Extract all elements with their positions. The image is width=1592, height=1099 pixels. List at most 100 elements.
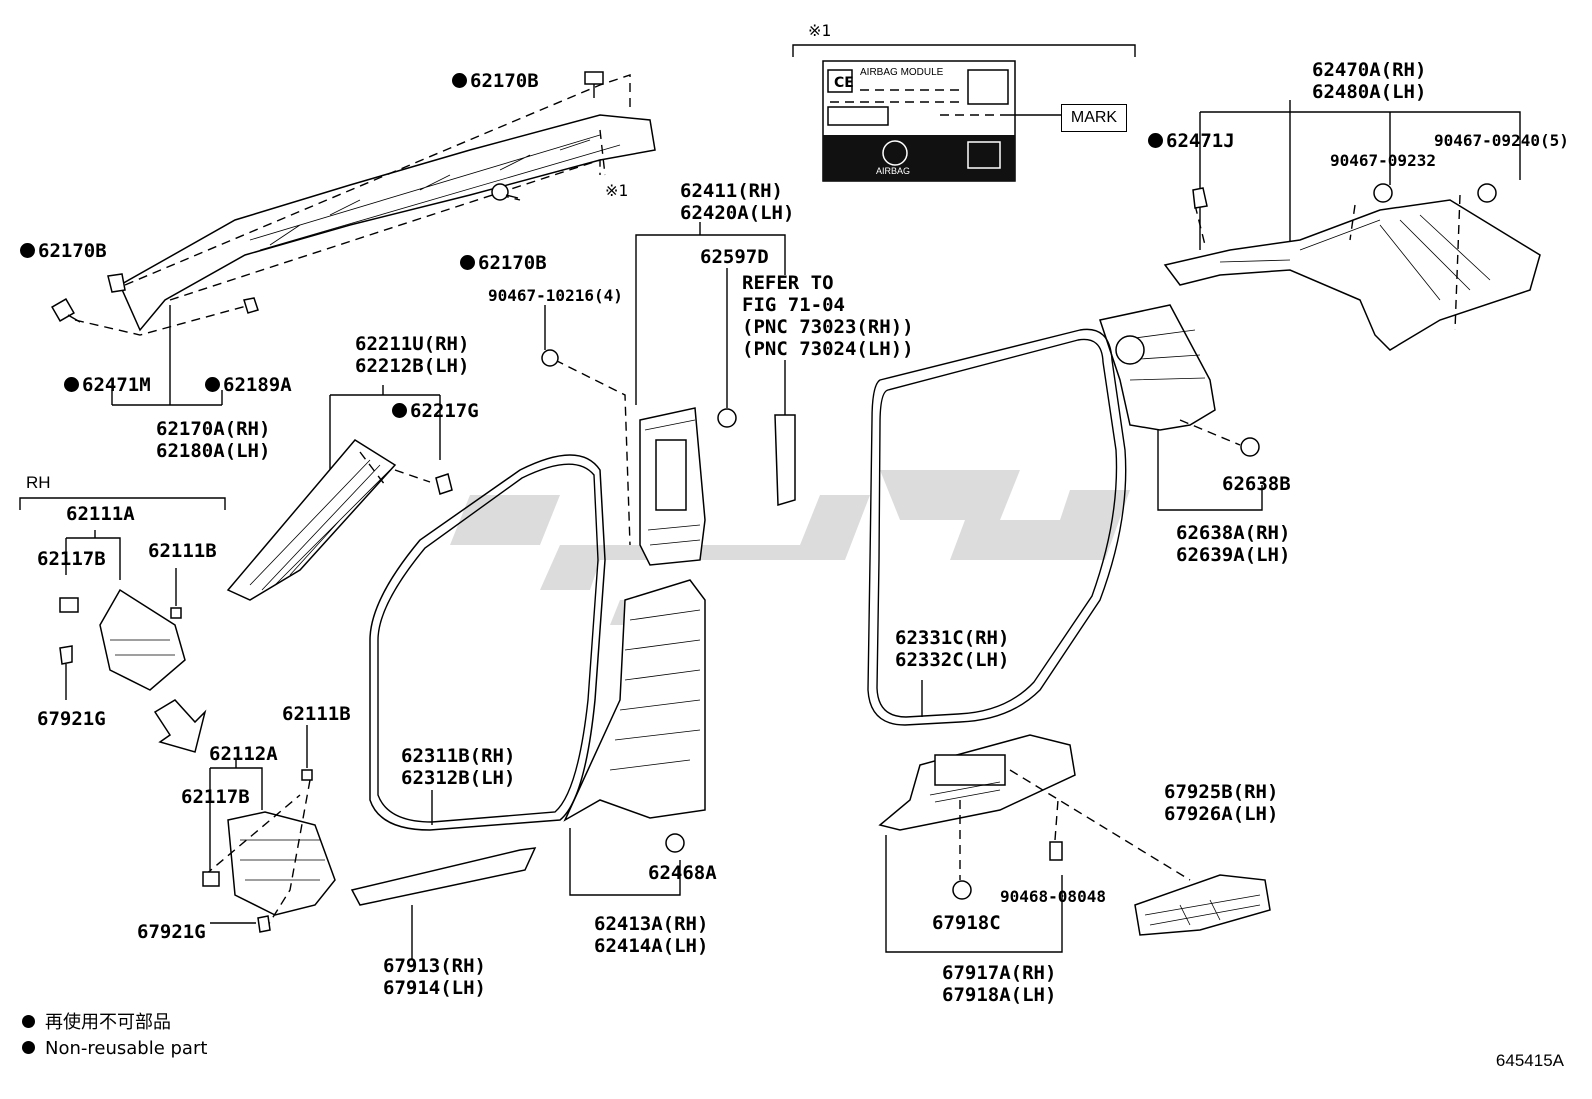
clip-62597D — [717, 408, 737, 428]
label-67918C: 67918C — [932, 912, 1001, 934]
bracket-note1 — [792, 44, 1136, 57]
label-90468-08048: 90468-08048 — [1000, 887, 1106, 906]
label-62111B-b: 62111B — [282, 703, 351, 725]
fastener-62170B-left — [51, 298, 81, 323]
non-reusable-dot-icon — [392, 403, 407, 418]
label-62332C-lh: 62332C(LH) — [895, 649, 1010, 671]
airbag-module-text: AIRBAG MODULE — [860, 67, 944, 78]
label-62170B-mid: 62170B — [460, 252, 547, 274]
roof-side-garnish-part — [74, 74, 656, 336]
non-reusable-dot-icon — [22, 1041, 35, 1054]
label-62112A: 62112A — [209, 743, 278, 765]
label-62180A-lh: 62180A(LH) — [156, 440, 271, 462]
label-62170B-top: 62170B — [452, 70, 539, 92]
label-62111B-a: 62111B — [148, 540, 217, 562]
non-reusable-dot-icon — [460, 255, 475, 270]
label-67925B-rh: 67925B(RH) — [1164, 781, 1279, 803]
label-62312B-lh: 62312B(LH) — [401, 767, 516, 789]
legend-text-en: Non-reusable part — [45, 1038, 208, 1059]
refer-line-3: (PNC 73023(RH)) — [742, 316, 914, 338]
legend-row-en: Non-reusable part — [22, 1036, 207, 1062]
label-62470A-rh: 62470A(RH) — [1312, 59, 1427, 81]
quarter-trim-lower — [1099, 304, 1216, 431]
non-reusable-dot-icon — [205, 377, 220, 392]
part-number: 62471M — [82, 374, 151, 396]
clip-67918C — [952, 880, 972, 900]
front-door-scuff-plate — [350, 847, 537, 906]
label-62117B-b: 62117B — [181, 786, 250, 808]
label-62217G: 62217G — [392, 400, 479, 422]
refer-line-1: REFER TO — [742, 272, 834, 294]
rear-door-opening-trim — [867, 328, 1127, 726]
label-62170B-left: 62170B — [20, 240, 107, 262]
bracket-RH — [19, 497, 226, 510]
note-1-top: ※1 — [808, 21, 832, 40]
part-number: 62471J — [1166, 130, 1235, 152]
clip-90467-09232 — [1373, 183, 1393, 203]
label-62471M: 62471M — [64, 374, 151, 396]
label-62420A-lh: 62420A(LH) — [680, 202, 795, 224]
legend: 再使用不可部品 Non-reusable part — [22, 1010, 207, 1062]
svg-text:CE: CE — [834, 75, 854, 91]
clip-90467-09240 — [1477, 183, 1497, 203]
label-62638A-rh: 62638A(RH) — [1176, 522, 1291, 544]
part-number: 62217G — [410, 400, 479, 422]
front-door-opening-trim — [369, 454, 606, 831]
clip-67921G-a — [59, 645, 73, 665]
label-62413A-rh: 62413A(RH) — [594, 913, 709, 935]
label-67918A-lh: 67918A(LH) — [942, 984, 1057, 1006]
label-62468A: 62468A — [648, 862, 717, 884]
clip-62638B — [1240, 437, 1260, 457]
clip-62117B-a — [59, 597, 79, 613]
clip-62117B-b — [202, 871, 220, 887]
note-1-pillar: ※1 — [605, 181, 629, 200]
label-90467-10216: 90467-10216(4) — [488, 286, 623, 305]
refer-line-4: (PNC 73024(LH)) — [742, 338, 914, 360]
label-62170A-rh: 62170A(RH) — [156, 418, 271, 440]
label-rh: RH — [26, 473, 51, 492]
clip-62111B-b — [301, 769, 313, 781]
clip-62189A — [243, 297, 259, 314]
non-reusable-dot-icon — [22, 1015, 35, 1028]
quarter-pillar-garnish — [1163, 199, 1541, 351]
part-number: 62189A — [223, 374, 292, 396]
part-number: 62170B — [470, 70, 539, 92]
fastener-62170B-mid — [491, 183, 519, 201]
airbag-text: AIRBAG — [876, 166, 911, 176]
legend-text-jp: 再使用不可部品 — [45, 1012, 171, 1033]
clip-62111B-a — [170, 607, 182, 619]
leader-62170A — [111, 305, 223, 406]
front-pillar-garnish — [226, 439, 397, 601]
label-62117B-a: 62117B — [37, 548, 106, 570]
clip-90468-08048 — [1049, 841, 1063, 861]
clip-62217G — [435, 473, 453, 495]
mark-label: MARK — [1070, 109, 1118, 126]
label-67917A-rh: 67917A(RH) — [942, 962, 1057, 984]
label-62331C-rh: 62331C(RH) — [895, 627, 1010, 649]
label-67913-rh: 67913(RH) — [383, 955, 486, 977]
clip-67921G-b — [257, 915, 271, 933]
part-number: 62170B — [478, 252, 547, 274]
label-67926A-lh: 67926A(LH) — [1164, 803, 1279, 825]
label-62411-rh: 62411(RH) — [680, 180, 783, 202]
arrow-indicator — [153, 699, 207, 753]
label-90467-09232: 90467-09232 — [1330, 151, 1436, 170]
bracket-62411 — [635, 222, 786, 405]
non-reusable-dot-icon — [452, 73, 467, 88]
cowl-side-trim-lower — [227, 811, 336, 916]
seat-belt-anchor-cover — [774, 414, 796, 506]
label-67921G-a: 67921G — [37, 708, 106, 730]
label-62111A: 62111A — [66, 503, 135, 525]
non-reusable-dot-icon — [20, 243, 35, 258]
non-reusable-dot-icon — [1148, 133, 1163, 148]
clip-62471J — [1192, 187, 1208, 209]
diagram-code: 645415A — [1495, 1051, 1564, 1070]
part-number: 62170B — [38, 240, 107, 262]
clip-62471M — [107, 273, 126, 293]
label-62638B: 62638B — [1222, 473, 1291, 495]
center-pillar-lower-garnish — [563, 579, 706, 822]
non-reusable-dot-icon — [64, 377, 79, 392]
clip-62468A — [665, 833, 685, 853]
